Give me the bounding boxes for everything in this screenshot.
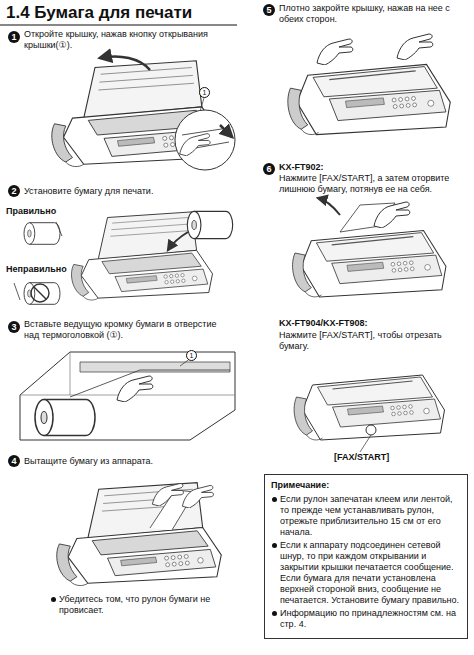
note-heading: Примечание: [271,480,461,491]
callout-number: 1 [199,87,210,98]
button-label: [FAX/START] [334,452,389,463]
model-name: KX-FT902: [279,162,469,173]
correct-label: Правильно [6,206,56,217]
note-item: Информацию по принадлежностям см. на стр… [271,608,461,630]
step5-illustration [288,34,450,135]
step-text: Откройте крышку, нажав кнопку открывания… [24,29,234,51]
step-number: 4 [8,455,20,467]
step-text: Плотно закройте крышку, нажав на нее с о… [279,3,469,25]
callout-number: 1 [186,350,197,361]
step-number: 6 [263,163,275,175]
step3-illustration [20,352,235,440]
model-name: KX-FT904/KX-FT908: [279,318,469,329]
step-number: 3 [8,321,20,333]
bullet-note: Убедитесь том, что рулон бумаги не прови… [50,594,239,616]
step1-illustration [52,57,235,171]
step2-illustration [14,211,233,304]
step-number: 5 [263,4,275,16]
step4-illustration [57,483,221,586]
note-item: Если к аппарату подсоединен сетевой шнур… [271,540,461,606]
step6-illustration-ft904 [294,375,444,452]
note-box: Примечание: Если рулон запечатан клеем ил… [264,474,468,639]
step-text: Нажмите [FAX/START], чтобы отрезать бума… [279,330,469,352]
step-text: Вытащите бумагу из аппарата. [24,456,234,467]
step-number: 1 [8,31,20,43]
page-title: 1.4 Бумага для печати [6,3,192,24]
step-text: Нажмите [FAX/START], а затем оторвите ли… [279,173,469,195]
step-text: Установите бумагу для печати. [24,186,234,197]
step-text: Вставьте ведущую кромку бумаги в отверст… [24,319,234,341]
step6-illustration-ft902 [293,198,446,297]
note-item: Если рулон запечатан клеем или лентой, т… [271,494,461,538]
step-number: 2 [8,185,20,197]
incorrect-label: Неправильно [6,264,67,275]
heading-rule [0,24,237,25]
